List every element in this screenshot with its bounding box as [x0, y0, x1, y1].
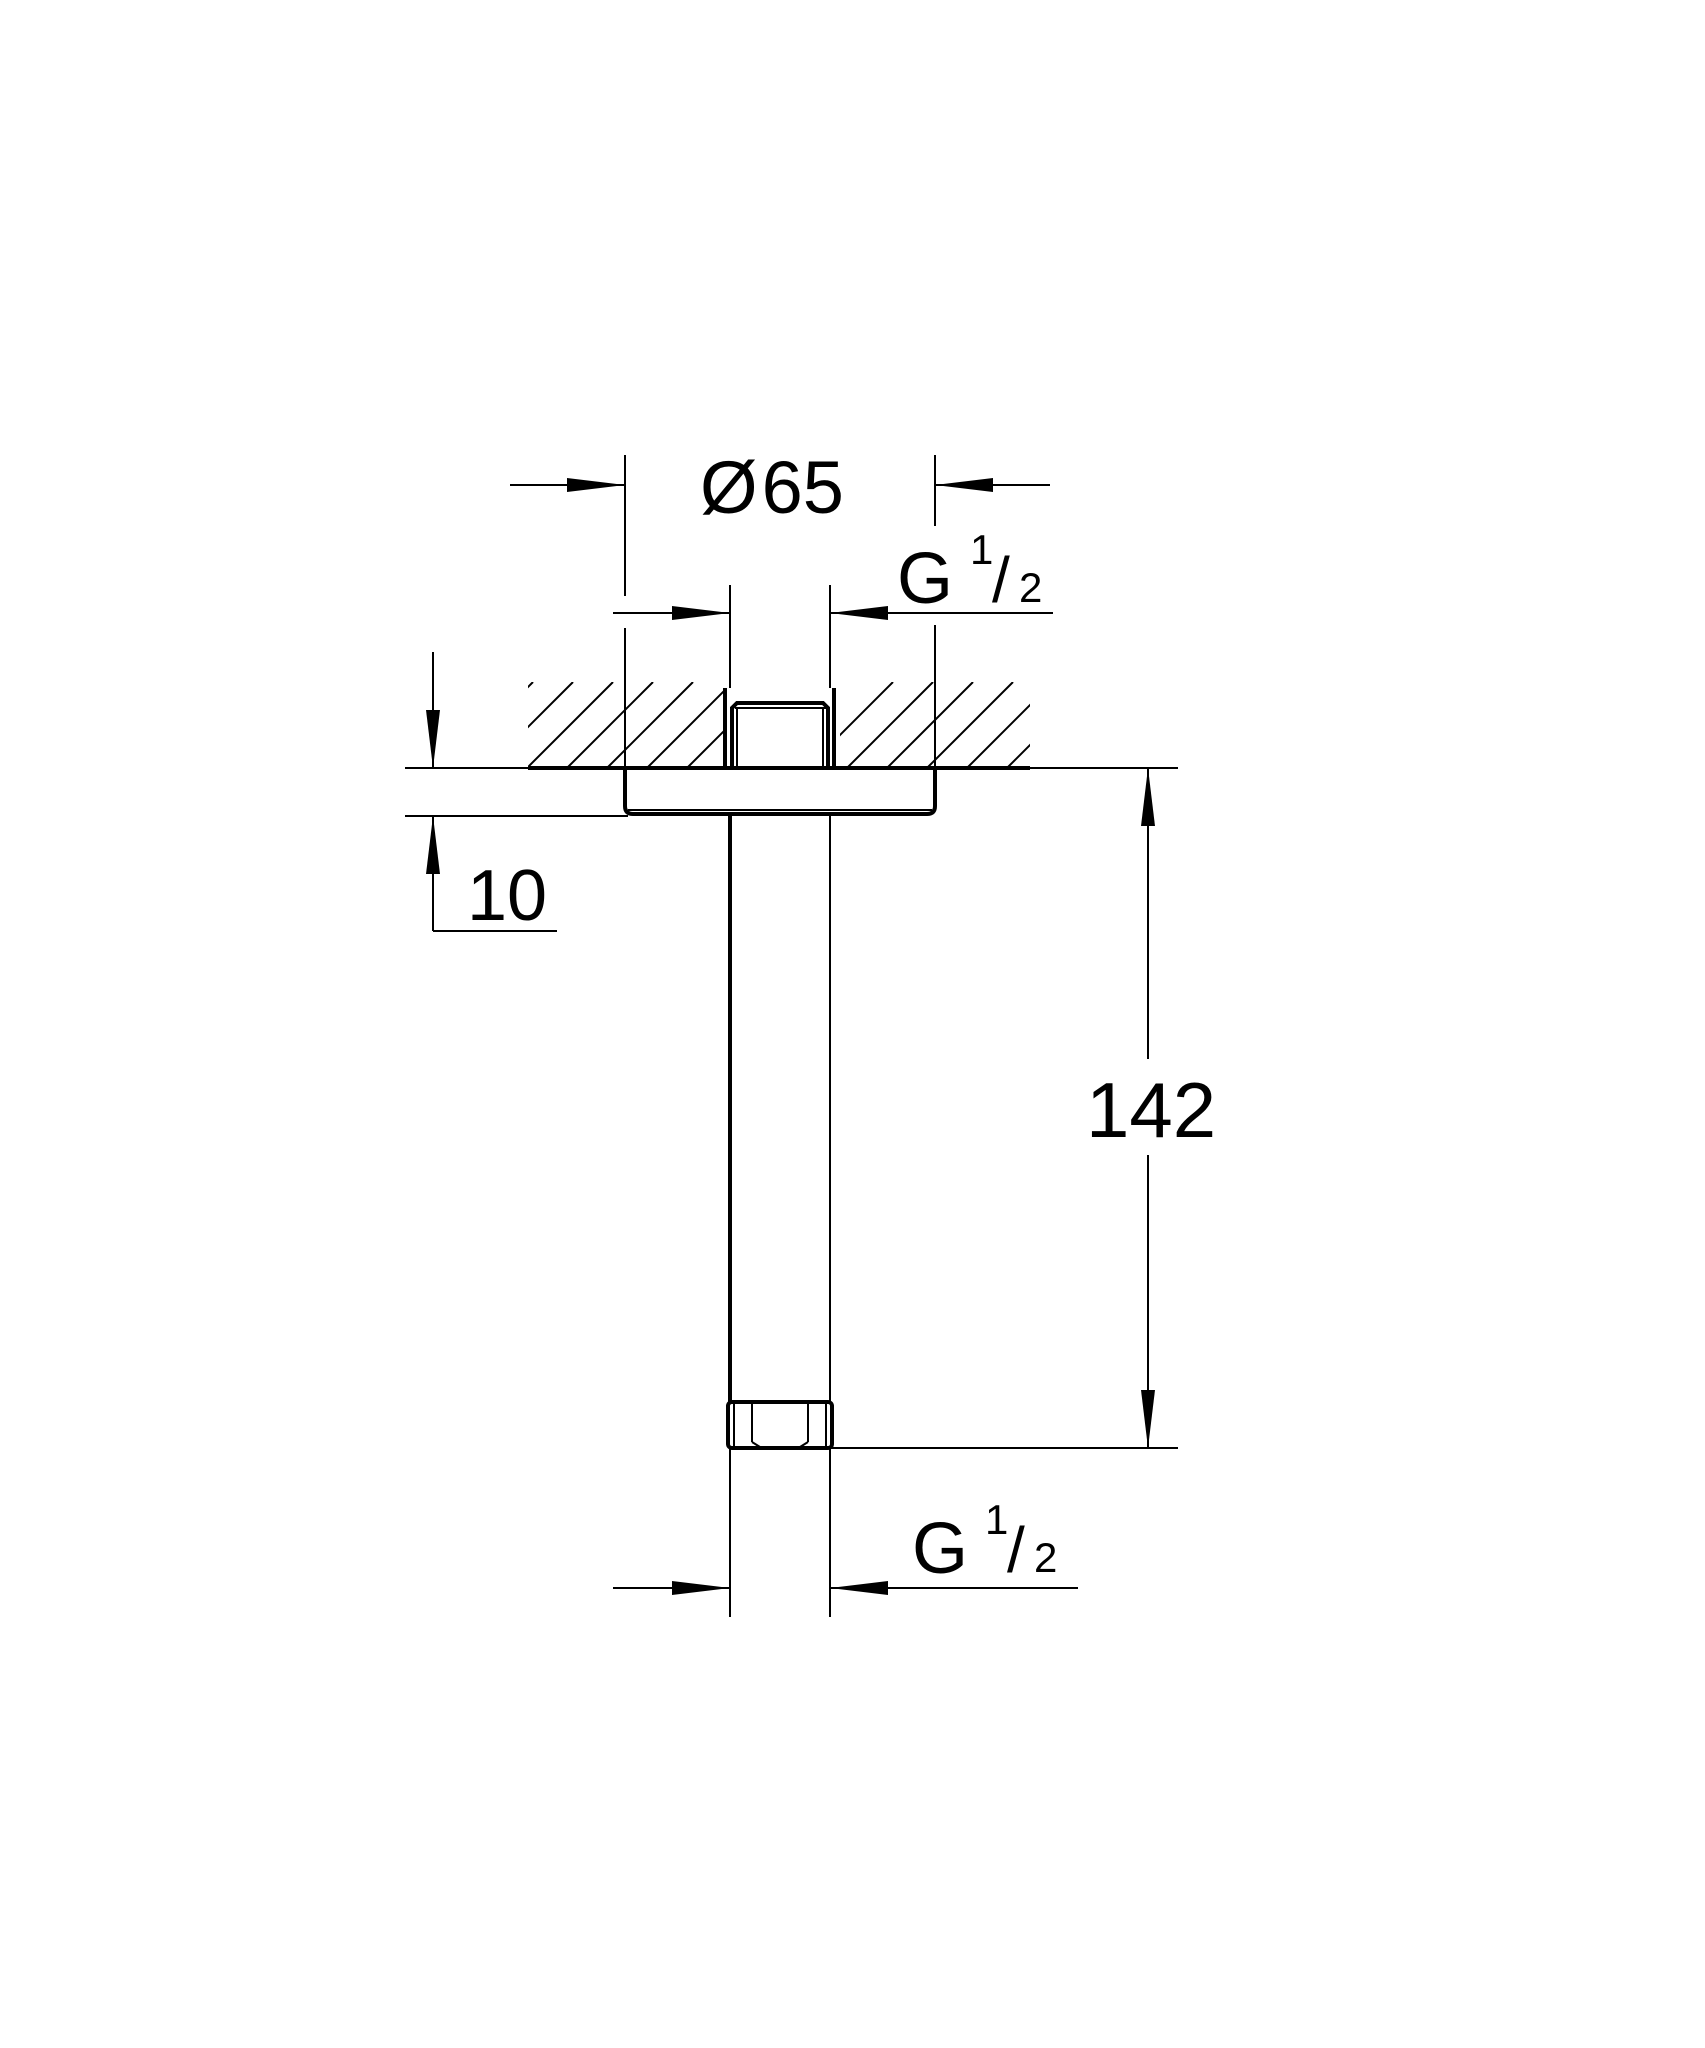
top-thread-slash: /	[992, 544, 1010, 616]
diameter-label: Ø65	[700, 446, 844, 529]
bottom-thread-numerator: 1	[985, 1496, 1008, 1543]
top-thread-dimension: G 1 / 2	[613, 526, 1053, 688]
flange-diameter-dimension: Ø65	[510, 446, 1050, 768]
flange	[623, 768, 937, 816]
top-thread-denominator: 2	[1019, 564, 1042, 611]
bottom-thread-slash: /	[1007, 1514, 1025, 1586]
arm-length-label: 142	[1086, 1066, 1216, 1154]
flange-height-dimension: 10	[405, 652, 628, 936]
bottom-thread-label: G	[912, 1509, 968, 1589]
bottom-thread-nut	[726, 1400, 834, 1450]
top-thread-label: G	[897, 539, 953, 619]
flange-height-label: 10	[467, 856, 547, 936]
bottom-thread-dimension: G 1 / 2	[613, 1496, 1078, 1595]
bottom-thread-denominator: 2	[1034, 1534, 1057, 1581]
shower-arm-pipe	[728, 814, 831, 1402]
top-thread-numerator: 1	[970, 526, 993, 573]
arm-length-dimension: 142	[830, 768, 1216, 1449]
ceiling-hatch	[528, 682, 1030, 767]
top-nipple	[723, 688, 836, 768]
